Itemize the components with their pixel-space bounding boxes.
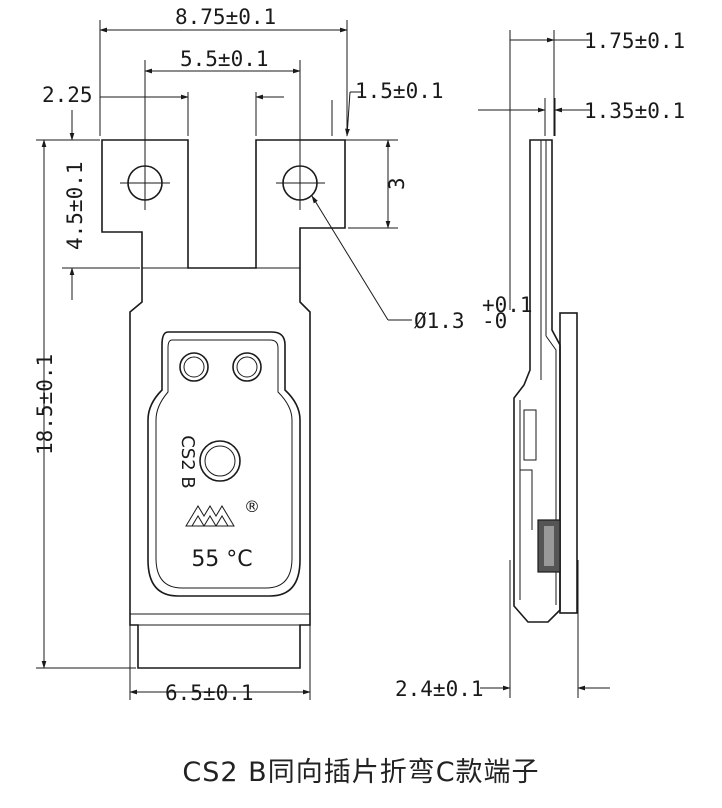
side-dimensions: 1.75±0.1 1.35±0.1 2.4±0.1 — [395, 29, 685, 701]
dim-side-top: 1.75±0.1 — [584, 29, 685, 53]
dim-hole-tol-minus: -0 — [482, 309, 507, 333]
registered-mark: ® — [244, 497, 260, 516]
rivet-hole-left — [179, 352, 209, 382]
rivet-hole-right — [232, 352, 262, 382]
dim-hole-diameter: Ø1.3 — [414, 309, 465, 333]
center-dimple — [199, 440, 241, 482]
dim-side-bottom: 2.4±0.1 — [395, 677, 484, 701]
dim-hole-spacing: 5.5±0.1 — [180, 47, 269, 71]
brand-logo-icon — [185, 505, 235, 527]
model-marking: CS2 B — [177, 435, 198, 489]
dim-tab-height: 4.5±0.1 — [63, 161, 87, 250]
temperature-marking: 55 °C — [191, 547, 252, 572]
dim-tab-width: 1.5±0.1 — [355, 79, 444, 103]
dim-hole-offset: 3 — [385, 177, 409, 190]
side-terminal — [513, 139, 561, 623]
dim-hole-tol-plus: +0.1 — [482, 293, 533, 317]
front-view: CS2 B ® 55 °C — [101, 139, 346, 669]
side-view — [513, 139, 578, 623]
body-emboss — [147, 331, 301, 597]
dim-side-inner: 1.35±0.1 — [584, 99, 685, 123]
terminal-outline — [101, 139, 346, 669]
dim-overall-length: 18.5±0.1 — [33, 354, 57, 455]
front-dimensions: 8.75±0.1 5.5±0.1 2.25 1.5±0.1 3 4.5±0.1 — [33, 5, 533, 705]
figure-caption: CS2 B同向插片折弯C款端子 — [182, 757, 540, 788]
dim-tab-gap: 2.25 — [42, 83, 93, 107]
dim-total-width: 8.75±0.1 — [175, 5, 276, 29]
dim-body-width: 6.5±0.1 — [165, 681, 254, 705]
